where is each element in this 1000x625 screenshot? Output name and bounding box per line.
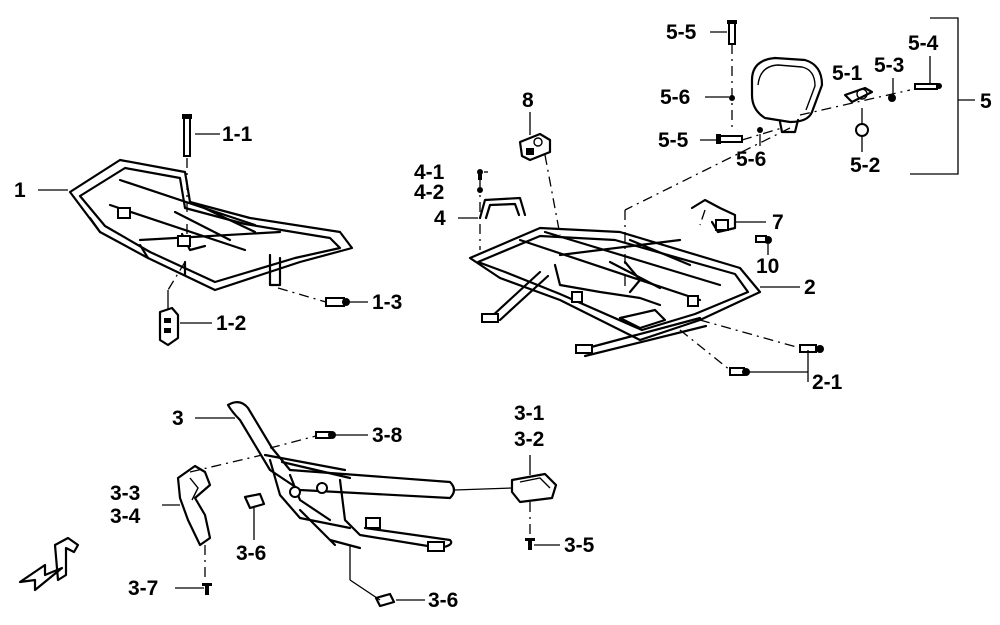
label-3: 3 [172, 407, 184, 430]
label-7: 7 [772, 211, 784, 234]
bumper-cap-3-1 [510, 472, 558, 504]
bolt-1-3 [325, 297, 350, 307]
label-4: 4 [434, 207, 446, 230]
washer-5-6-side [757, 127, 763, 133]
label-3-4: 3-4 [110, 505, 141, 528]
label-1-2: 1-2 [216, 312, 246, 335]
label-3-7: 3-7 [128, 577, 158, 600]
label-3-5: 3-5 [564, 534, 595, 557]
bolt-2-1-lower [729, 367, 750, 376]
bushing-5-2 [855, 123, 869, 137]
bolt-5-5-side [716, 134, 743, 144]
label-1-1: 1-1 [222, 123, 253, 146]
label-4-1: 4-1 [414, 161, 445, 184]
backrest-5 [750, 56, 824, 134]
label-5-4: 5-4 [908, 32, 939, 55]
front-carrier-rack [68, 158, 354, 292]
bracket-5 [910, 17, 959, 175]
label-5-6-side: 5-6 [736, 148, 766, 171]
bolt-3-8 [315, 431, 336, 439]
label-3-6-upper: 3-6 [236, 542, 266, 565]
label-1: 1 [14, 179, 26, 202]
bolt-1-1 [182, 114, 192, 157]
clip-3-6-upper [243, 492, 266, 510]
label-2-1: 2-1 [812, 371, 843, 394]
clip-3-6-lower [374, 592, 396, 608]
grab-handle-4 [478, 196, 527, 220]
screw-3-5 [525, 538, 535, 550]
washer-5-3 [888, 94, 896, 102]
label-5-6-top: 5-6 [660, 86, 690, 109]
label-3-1: 3-1 [514, 402, 545, 425]
front-bumper-3 [226, 401, 456, 552]
label-5-1: 5-1 [832, 62, 863, 85]
label-3-3: 3-3 [110, 482, 140, 505]
label-3-2: 3-2 [514, 428, 544, 451]
label-5-5-side: 5-5 [658, 129, 689, 152]
label-4-2: 4-2 [414, 181, 444, 204]
bolt-5-5-top [727, 20, 737, 45]
label-5-5-top: 5-5 [666, 21, 697, 44]
label-5-3: 5-3 [874, 54, 904, 77]
label-2: 2 [804, 276, 816, 299]
part-labels: 1 1-1 1-2 1-3 2 2-1 3 3-1 3-2 3-3 3-4 3-… [14, 21, 992, 612]
label-5: 5 [980, 90, 992, 113]
label-8: 8 [522, 89, 534, 112]
bolt-2-1-upper [799, 344, 824, 353]
bracket-7 [690, 198, 737, 234]
label-5-2: 5-2 [850, 154, 880, 177]
label-1-3: 1-3 [372, 291, 402, 314]
bracket-1-2 [158, 306, 180, 347]
bolt-5-4 [914, 83, 942, 90]
leader-lines [38, 31, 975, 601]
pivot-5-1 [843, 86, 874, 104]
label-3-8: 3-8 [372, 424, 403, 447]
bolt-10 [755, 235, 772, 244]
clamp-8 [518, 132, 552, 162]
label-10: 10 [756, 255, 779, 278]
rear-carrier-frame [468, 226, 762, 358]
side-guard-3-3 [176, 464, 212, 547]
screw-3-7 [202, 583, 212, 595]
front-direction-marker [18, 536, 80, 592]
bolt-4-1 [477, 169, 483, 180]
label-3-6-lower: 3-6 [428, 589, 458, 612]
